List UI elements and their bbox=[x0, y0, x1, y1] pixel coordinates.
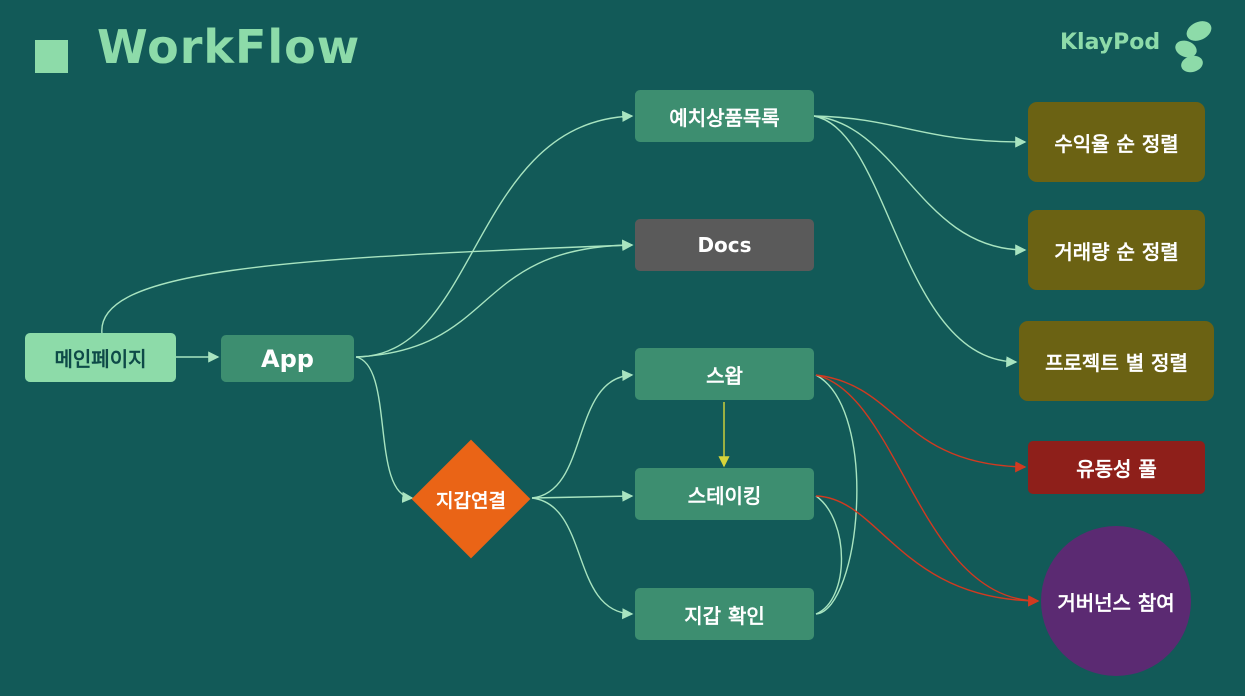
node-wallet-connect-label: 지갑연결 bbox=[436, 489, 506, 512]
edge-wallet-connect-to-swap bbox=[531, 369, 634, 499]
brand-name: KlayPod bbox=[1060, 30, 1161, 55]
page-title: WorkFlow bbox=[97, 20, 361, 74]
edge-swap-to-liquidity bbox=[815, 374, 1027, 473]
edge-main-to-docs bbox=[101, 239, 634, 335]
edge-deposit-to-project bbox=[813, 115, 1018, 368]
edge-swap-to-wallet-check bbox=[815, 374, 858, 615]
edge-app-to-wallet-connect bbox=[355, 356, 414, 503]
klaypod-logo-icon bbox=[1175, 21, 1212, 73]
edge-app-to-deposit bbox=[355, 110, 634, 358]
node-docs: Docs bbox=[635, 219, 814, 271]
node-wallet-connect: 지갑연결 bbox=[411, 439, 531, 559]
edge-wallet-connect-to-staking bbox=[531, 490, 634, 502]
node-sort-project: 프로젝트 별 정렬 bbox=[1019, 321, 1214, 401]
node-main-page: 메인페이지 bbox=[25, 333, 176, 382]
edge-staking-to-wallet-check bbox=[815, 495, 843, 615]
edge-deposit-to-volume bbox=[813, 115, 1027, 256]
edge-deposit-to-yield bbox=[813, 115, 1027, 148]
node-deposit-list: 예치상품목록 bbox=[635, 90, 814, 142]
node-liquidity-pool: 유동성 풀 bbox=[1028, 441, 1205, 494]
edge-wallet-connect-to-wallet-check bbox=[531, 497, 634, 620]
node-swap: 스왑 bbox=[635, 348, 814, 400]
edge-app-to-docs bbox=[355, 239, 634, 358]
node-wallet-check: 지갑 확인 bbox=[635, 588, 814, 640]
node-sort-volume: 거래량 순 정렬 bbox=[1028, 210, 1205, 290]
title-square-icon bbox=[35, 40, 68, 73]
node-app: App bbox=[221, 335, 354, 382]
node-governance: 거버넌스 참여 bbox=[1041, 526, 1191, 676]
node-sort-yield: 수익율 순 정렬 bbox=[1028, 102, 1205, 182]
edge-swap-to-governance bbox=[815, 374, 1040, 607]
node-staking: 스테이킹 bbox=[635, 468, 814, 520]
edge-staking-to-governance bbox=[815, 495, 1040, 607]
